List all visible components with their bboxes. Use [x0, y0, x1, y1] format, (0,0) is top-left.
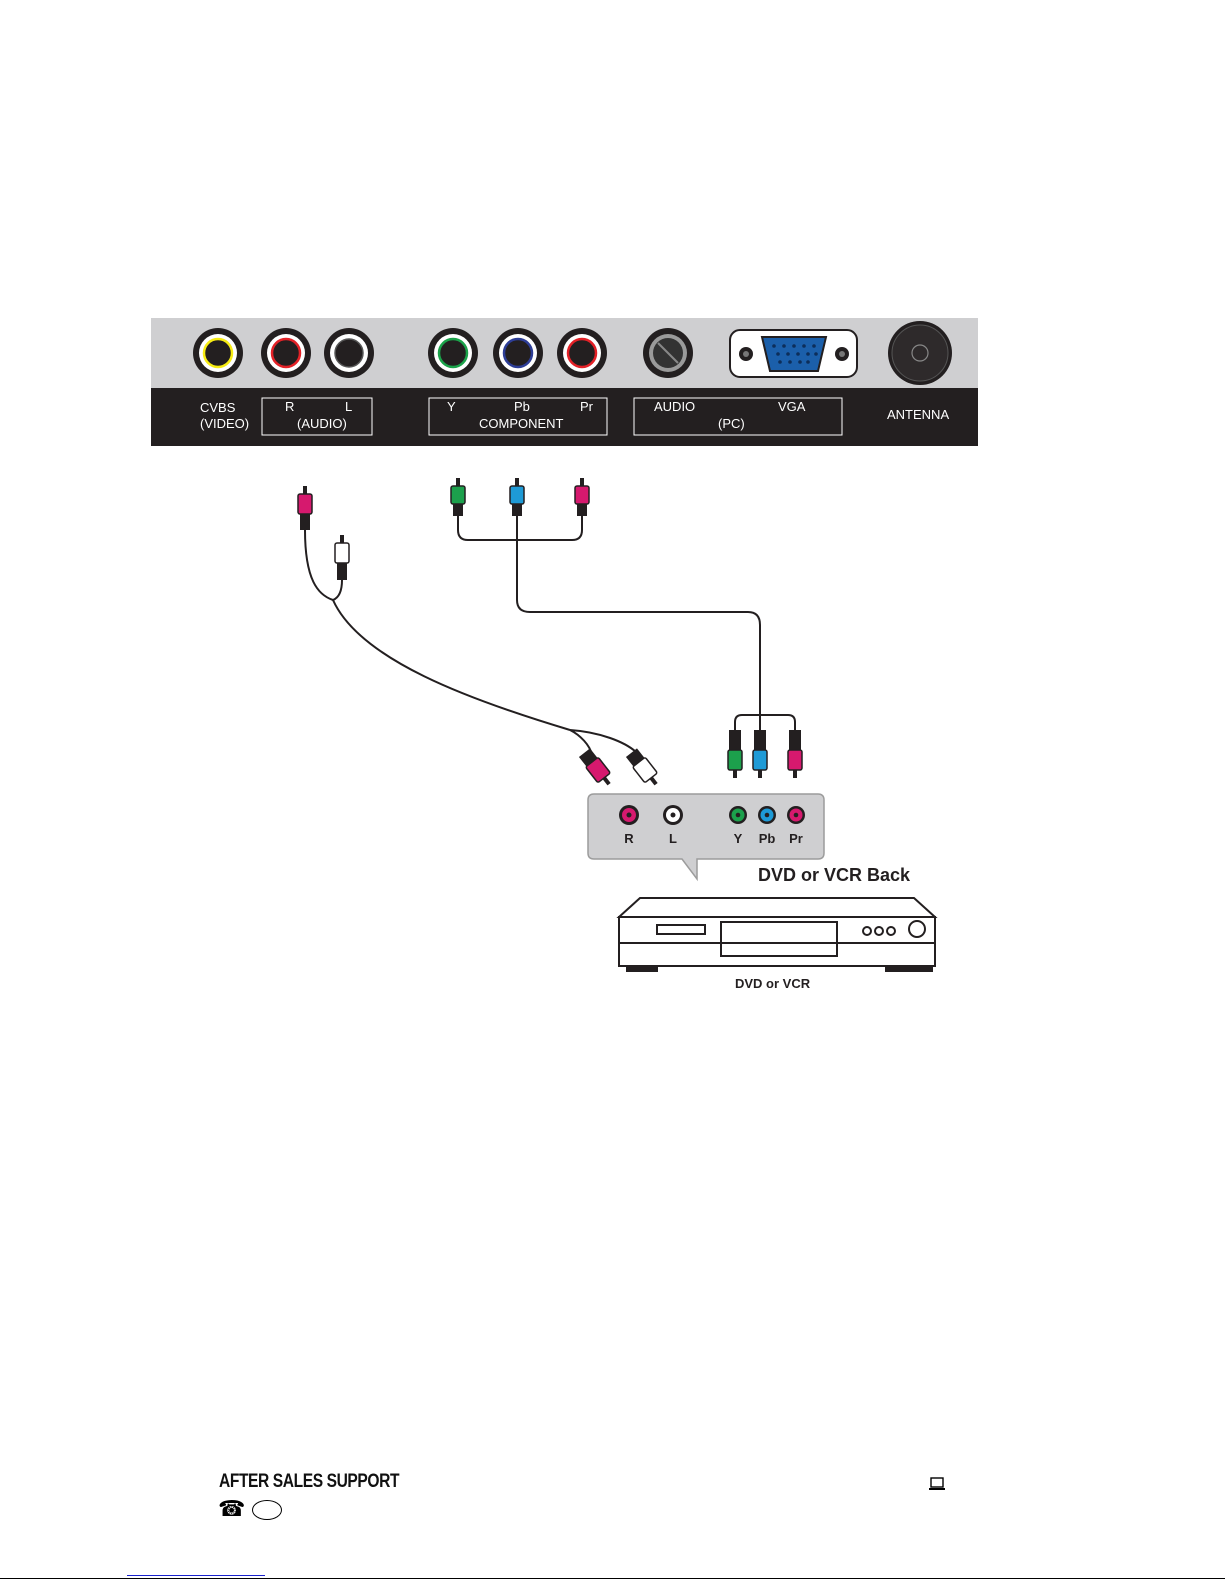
oval-badge [252, 1500, 282, 1520]
device-back-title: DVD or VCR Back [758, 865, 911, 885]
phone-icon: ☎ [218, 1499, 245, 1521]
device-jack-pr [787, 806, 805, 824]
device-jack-r [619, 805, 639, 825]
label-audio: (AUDIO) [297, 416, 347, 431]
plugs [298, 478, 802, 789]
device-jack-y [729, 806, 747, 824]
plug-audio-l-device [625, 748, 662, 789]
plug-audio-l-tv [335, 535, 349, 580]
audio-l-jack [324, 328, 374, 378]
label-comp-pb: Pb [514, 399, 530, 414]
device-label: DVD or VCR [735, 976, 811, 991]
plug-component-y-device [728, 730, 742, 778]
label-pc-audio: AUDIO [654, 399, 695, 414]
after-sales-support-title: AFTER SALES SUPPORT [219, 1471, 399, 1493]
plug-component-pb-tv [510, 478, 524, 516]
label-audio-l: L [345, 399, 352, 414]
label-antenna: ANTENNA [887, 407, 949, 422]
label-cvbs: CVBS [200, 400, 236, 415]
device-label-r: R [624, 831, 634, 846]
component-pb-jack [493, 328, 543, 378]
plug-component-pb-device [753, 730, 767, 778]
device-label-y: Y [734, 831, 743, 846]
plug-component-pr-tv [575, 478, 589, 516]
label-component: COMPONENT [479, 416, 564, 431]
label-vga: VGA [778, 399, 806, 414]
laptop-icon [928, 1475, 946, 1493]
label-audio-r: R [285, 399, 294, 414]
device-jack-pb [758, 806, 776, 824]
component-y-jack [428, 328, 478, 378]
label-comp-pr: Pr [580, 399, 594, 414]
device-back-panel: R L Y Pb Pr DVD or VCR Back [588, 794, 911, 885]
plug-component-y-tv [451, 478, 465, 516]
device-label-l: L [669, 831, 677, 846]
plug-audio-r-tv [298, 486, 312, 530]
label-video: (VIDEO) [200, 416, 249, 431]
plug-component-pr-device [788, 730, 802, 778]
pc-audio-jack [643, 328, 693, 378]
link-underline [127, 1575, 265, 1576]
page-bottom-rule [0, 1578, 1225, 1579]
device-label-pr: Pr [789, 831, 803, 846]
audio-r-jack [261, 328, 311, 378]
label-pc: (PC) [718, 416, 745, 431]
antenna-jack [888, 321, 952, 385]
cvbs-video-jack [193, 328, 243, 378]
device-label-pb: Pb [759, 831, 776, 846]
dvd-vcr-device [619, 898, 935, 971]
vga-port [730, 330, 857, 377]
device-jack-l [663, 805, 683, 825]
tv-rear-panel: CVBS (VIDEO) R L (AUDIO) Y Pb Pr COMPONE… [151, 318, 978, 446]
label-comp-y: Y [447, 399, 456, 414]
component-pr-jack [557, 328, 607, 378]
cables [305, 515, 795, 755]
plug-audio-r-device [578, 748, 615, 789]
